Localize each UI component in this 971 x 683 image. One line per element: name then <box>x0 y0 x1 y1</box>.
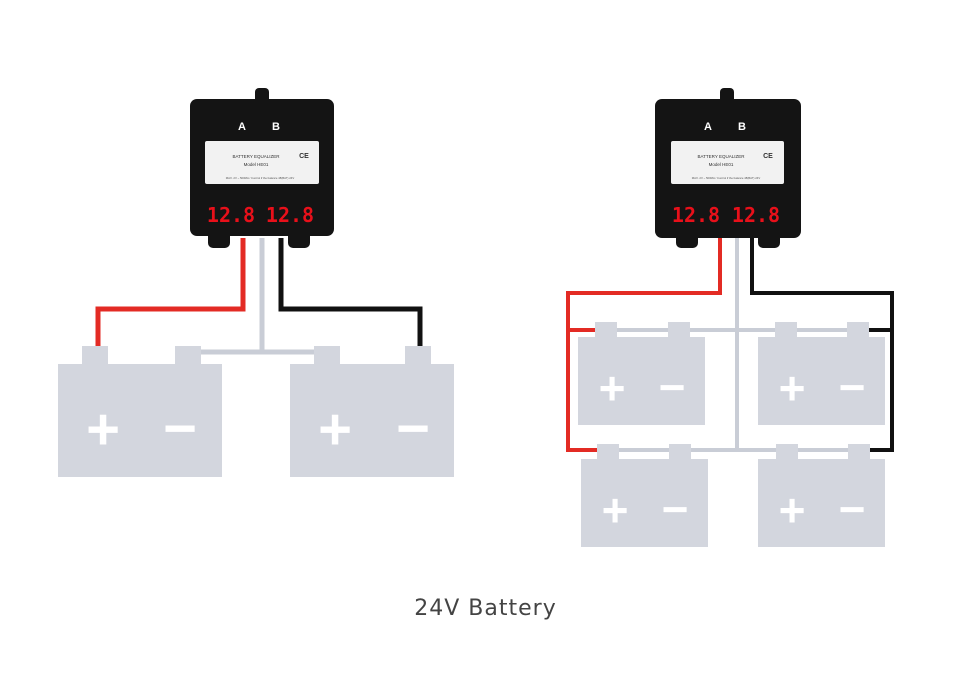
equalizer-model: Model HE01 <box>709 162 734 167</box>
left-wires <box>95 238 423 355</box>
battery-minus-icon: − <box>163 396 197 461</box>
equalizer-model: Model HE01 <box>244 162 269 167</box>
equalizer-title: BATTERY EQUALIZER <box>232 154 280 159</box>
right-battery-3: + − <box>581 444 708 547</box>
left-bus-wire <box>188 238 330 355</box>
battery-plus-icon: + <box>86 397 120 462</box>
battery-minus-icon: − <box>662 483 689 535</box>
voltage-display-b: 12.8 <box>732 203 780 227</box>
left-negative-wire <box>278 238 423 348</box>
battery-plus-icon: + <box>779 484 806 536</box>
battery-minus-icon: − <box>839 483 866 535</box>
equalizer-spec: MAX. 2V ~ 500MA / Control if the balance… <box>226 176 295 180</box>
left-setup: + − + − A B BATTERY EQUALIZER Model HE01… <box>58 88 454 477</box>
battery-plus-icon: + <box>602 484 629 536</box>
right-battery-1: + − <box>578 322 705 425</box>
left-equalizer: A B BATTERY EQUALIZER Model HE01 MAX. 2V… <box>190 88 334 248</box>
right-battery-2: + − <box>758 322 885 425</box>
battery-minus-icon: − <box>839 361 866 413</box>
left-battery-1: + − <box>58 346 222 477</box>
channel-a-label: A <box>238 121 246 133</box>
channel-b-label: B <box>272 121 280 133</box>
battery-plus-icon: + <box>599 362 626 414</box>
right-battery-4: + − <box>758 444 885 547</box>
left-battery-2: + − <box>290 346 454 477</box>
battery-minus-icon: − <box>659 361 686 413</box>
left-positive-wire <box>95 238 246 348</box>
channel-a-label: A <box>704 121 712 133</box>
voltage-display-a: 12.8 <box>207 203 255 227</box>
right-equalizer: A B BATTERY EQUALIZER Model HE01 MAX. 2V… <box>655 88 801 248</box>
diagram-caption: 24V Battery <box>414 596 557 621</box>
voltage-display-a: 12.8 <box>672 203 720 227</box>
battery-plus-icon: + <box>779 362 806 414</box>
channel-b-label: B <box>738 121 746 133</box>
right-bus-wire <box>605 238 862 452</box>
ce-mark: CE <box>299 153 309 160</box>
voltage-display-b: 12.8 <box>266 203 314 227</box>
equalizer-title: BATTERY EQUALIZER <box>697 154 745 159</box>
equalizer-spec: MAX. 2V ~ 500MA / Control if the balance… <box>692 176 761 180</box>
ce-mark: CE <box>763 153 773 160</box>
battery-plus-icon: + <box>318 397 352 462</box>
right-setup: + − + − + − + − <box>566 88 894 547</box>
battery-minus-icon: − <box>396 396 430 461</box>
